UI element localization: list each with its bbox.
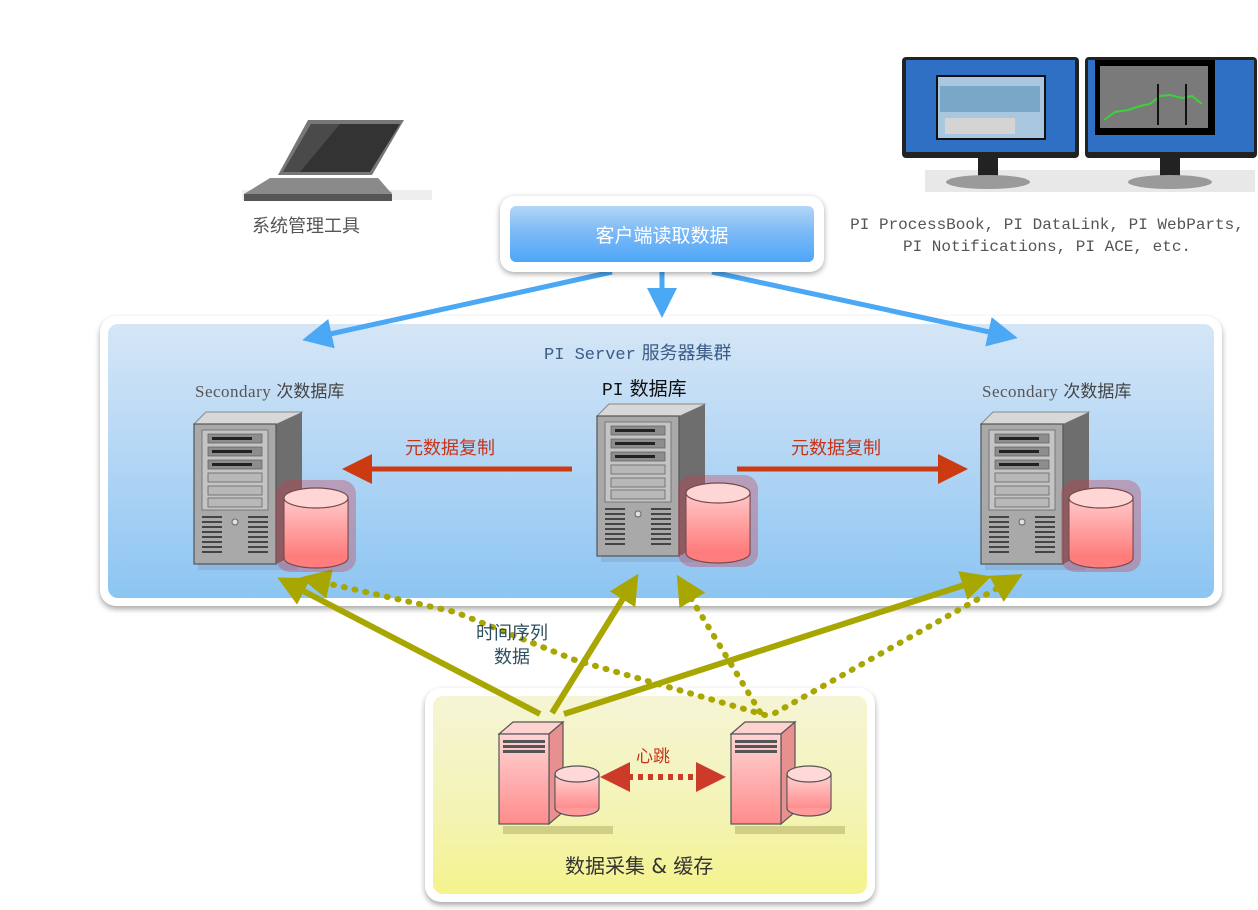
data-dotted-to-left: [300, 569, 768, 718]
secondary-left-label-en: Secondary: [195, 382, 272, 401]
secondary-right-label-zh: 次数据库: [1063, 382, 1132, 402]
secondary-left-label: Secondary 次数据库: [195, 377, 344, 402]
data-dotted-to-right: [772, 574, 1023, 716]
client-apps-line2: PI Notifications, PI ACE, etc.: [902, 238, 1192, 256]
client-read-box: 客户端读取数据: [500, 196, 824, 272]
data-dotted-to-primary: [676, 574, 763, 715]
laptop-icon: [242, 120, 432, 201]
cluster-title-zh: 服务器集群: [641, 343, 732, 364]
data-arrow-to-primary: [549, 573, 639, 715]
secondary-right-label: Secondary 次数据库: [982, 377, 1131, 402]
data-arrow-to-right: [563, 571, 992, 717]
replication-label-left: 元数据复制: [405, 438, 495, 459]
time-series-label: 时间序列 数据: [462, 622, 562, 670]
client-apps-label: PI ProcessBook, PI DataLink, PI WebParts…: [832, 214, 1258, 258]
cluster-title: PI Server 服务器集群: [544, 339, 732, 365]
primary-db-label-en: PI: [602, 381, 624, 401]
replication-label-right: 元数据复制: [791, 438, 881, 459]
secondary-left-label-zh: 次数据库: [276, 382, 345, 402]
secondary-right-database-icon: [1061, 480, 1141, 572]
primary-db-label: PI 数据库: [602, 374, 687, 401]
cluster-title-en: PI Server: [544, 346, 636, 365]
collector-server-b-icon: [729, 720, 845, 834]
collection-title: 数据采集 & 缓存: [565, 854, 714, 878]
monitors-icon: [902, 57, 1257, 192]
secondary-right-label-en: Secondary: [982, 382, 1059, 401]
time-series-line1: 时间序列: [476, 623, 548, 644]
client-apps-line1: PI ProcessBook, PI DataLink, PI WebParts…: [850, 216, 1244, 234]
admin-tool-label: 系统管理工具: [252, 216, 360, 237]
secondary-left-server-icon: [192, 411, 304, 570]
client-arrow-left: [302, 269, 613, 349]
heartbeat-label: 心跳: [636, 747, 670, 767]
primary-database-icon: [678, 475, 758, 567]
primary-db-label-zh: 数据库: [629, 378, 687, 400]
collector-server-a-icon: [497, 720, 613, 834]
secondary-left-database-icon: [276, 480, 356, 572]
primary-server-icon: [595, 403, 707, 562]
client-arrow-right: [711, 269, 1018, 347]
client-read-button[interactable]: 客户端读取数据: [510, 206, 814, 262]
time-series-line2: 数据: [494, 647, 530, 668]
data-arrow-to-left: [277, 577, 542, 717]
